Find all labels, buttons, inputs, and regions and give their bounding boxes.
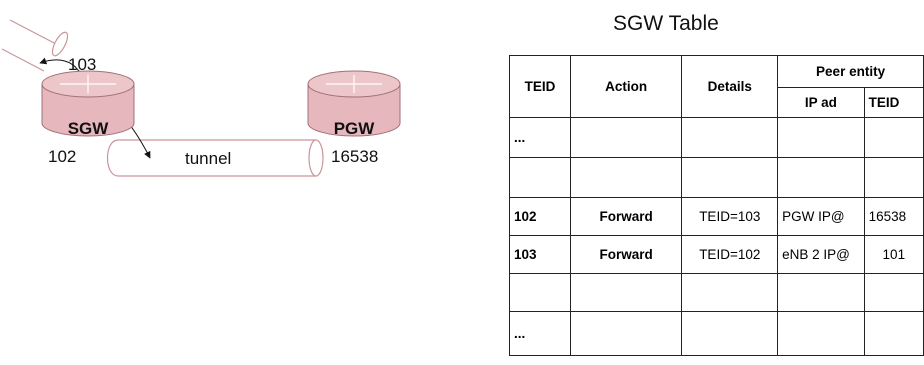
pgw-router-icon <box>307 70 401 137</box>
table-row: ... <box>509 117 924 158</box>
table-title: SGW Table <box>613 12 719 35</box>
incoming-teid-label: 103 <box>68 55 96 74</box>
cell-teid: ... <box>509 117 571 158</box>
sgw-router-icon <box>41 70 135 137</box>
cell-action <box>569 157 683 198</box>
header-details: Details <box>681 55 779 118</box>
cell-ip <box>777 273 865 312</box>
cell-teid: 103 <box>509 235 571 274</box>
cell-ip: eNB 2 IP@ <box>777 235 865 274</box>
table-row: ... <box>509 311 924 356</box>
sgw-table: TEID Action Details Peer entity IP ad TE… <box>509 55 924 356</box>
tunnel <box>106 139 324 177</box>
cell-ip: PGW IP@ <box>777 197 865 236</box>
cell-action <box>569 273 683 312</box>
header-peer-teid: TEID <box>863 87 924 118</box>
cell-peer-teid: 16538 <box>863 197 924 236</box>
cell-teid: 102 <box>509 197 571 236</box>
header-action: Action <box>569 55 683 118</box>
header-peer-entity: Peer entity <box>777 55 924 88</box>
sgw-teid-label: 102 <box>48 147 76 166</box>
cell-ip <box>777 117 865 158</box>
cell-details: TEID=103 <box>681 197 779 236</box>
header-teid: TEID <box>509 55 571 118</box>
table-row: 103 Forward TEID=102 eNB 2 IP@ 101 <box>509 235 924 274</box>
cell-ip <box>777 311 865 356</box>
cell-details <box>681 157 779 198</box>
cell-peer-teid <box>863 311 924 356</box>
pgw-teid-label: 16538 <box>331 147 378 166</box>
cell-peer-teid <box>863 273 924 312</box>
cell-action <box>569 311 683 356</box>
incoming-tunnel <box>1 19 69 72</box>
tunnel-label: tunnel <box>185 149 231 168</box>
pgw-label: PGW <box>334 119 376 138</box>
cell-teid <box>509 273 571 312</box>
cell-details <box>681 273 779 312</box>
table-row <box>509 273 924 312</box>
cell-action <box>569 117 683 158</box>
cell-action: Forward <box>569 197 683 236</box>
cell-peer-teid <box>863 117 924 158</box>
sgw-label: SGW <box>68 119 110 138</box>
cell-teid: ... <box>509 311 571 356</box>
table-row <box>509 157 924 198</box>
cell-peer-teid: 101 <box>863 235 924 274</box>
cell-peer-teid <box>863 157 924 198</box>
cell-teid <box>509 157 571 198</box>
cell-action: Forward <box>569 235 683 274</box>
cell-ip <box>777 157 865 198</box>
header-ip-ad: IP ad <box>777 87 865 118</box>
cell-details <box>681 117 779 158</box>
cell-details: TEID=102 <box>681 235 779 274</box>
table-row: 102 Forward TEID=103 PGW IP@ 16538 <box>509 197 924 236</box>
cell-details <box>681 311 779 356</box>
